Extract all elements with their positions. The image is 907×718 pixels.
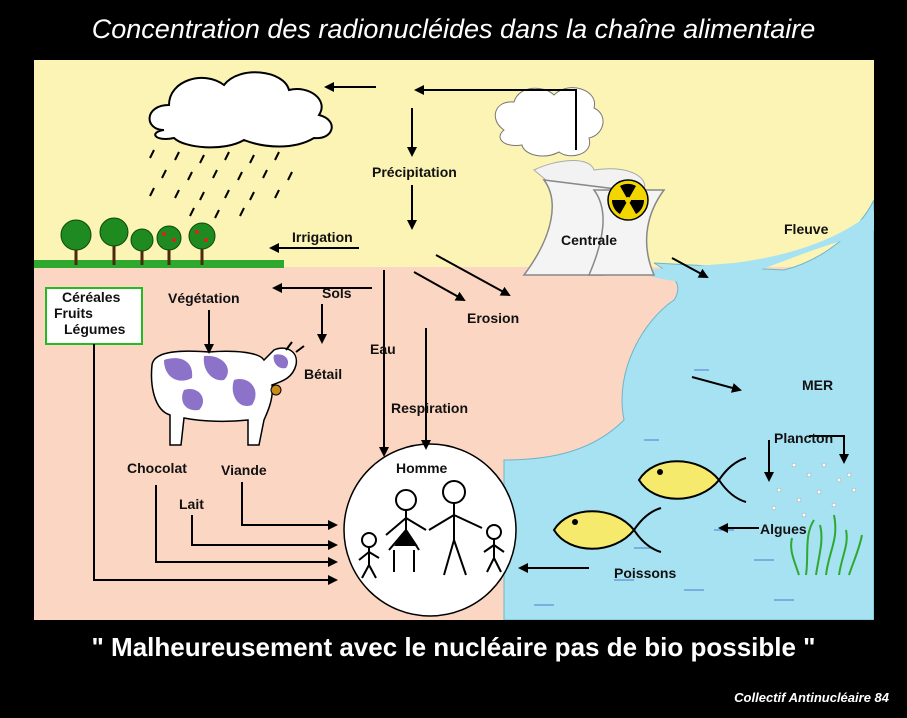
label-lait: Lait	[179, 496, 204, 512]
slogan: " Malheureusement avec le nucléaire pas …	[91, 632, 816, 662]
rain	[149, 149, 293, 219]
label-poissons: Poissons	[614, 565, 676, 581]
label-mer: MER	[802, 377, 833, 393]
trees	[34, 217, 284, 268]
credit: Collectif Antinucléaire 84	[734, 690, 889, 705]
produce-box	[45, 287, 143, 345]
algae	[790, 514, 863, 576]
label-homme: Homme	[396, 460, 448, 476]
label-vegetation: Végétation	[168, 290, 240, 306]
label-erosion: Erosion	[467, 310, 519, 326]
label-eau: Eau	[370, 341, 396, 357]
flow-arrows	[93, 82, 849, 585]
label-sols: Sols	[322, 285, 352, 301]
fish-lower	[552, 507, 662, 553]
label-chocolat: Chocolat	[127, 460, 187, 476]
cloud	[148, 71, 333, 149]
sea-ripples	[534, 369, 794, 606]
food-chain-diagram: Céréales Fruits Légumes Précipitation Ir…	[34, 60, 874, 620]
plankton-dots	[771, 462, 857, 518]
label-irrigation: Irrigation	[292, 229, 353, 245]
fish-upper	[637, 457, 747, 503]
radiation-trefoil	[611, 183, 645, 214]
label-betail: Bétail	[304, 366, 342, 382]
label-algues: Algues	[760, 521, 807, 537]
cow	[150, 341, 305, 446]
page-title: Concentration des radionucléides dans la…	[91, 14, 816, 44]
label-viande: Viande	[221, 462, 267, 478]
cow-bell-icon	[270, 384, 282, 396]
river-inner	[634, 210, 874, 283]
label-fleuve: Fleuve	[784, 221, 829, 237]
label-plancton: Plancton	[774, 430, 833, 446]
family-icon	[358, 480, 505, 579]
produce-legumes: Légumes	[64, 321, 126, 337]
produce-fruits: Fruits	[54, 305, 93, 321]
label-respiration: Respiration	[391, 400, 468, 416]
produce-cereales: Céréales	[62, 289, 121, 305]
label-centrale: Centrale	[561, 232, 617, 248]
label-precipitation: Précipitation	[372, 164, 457, 180]
